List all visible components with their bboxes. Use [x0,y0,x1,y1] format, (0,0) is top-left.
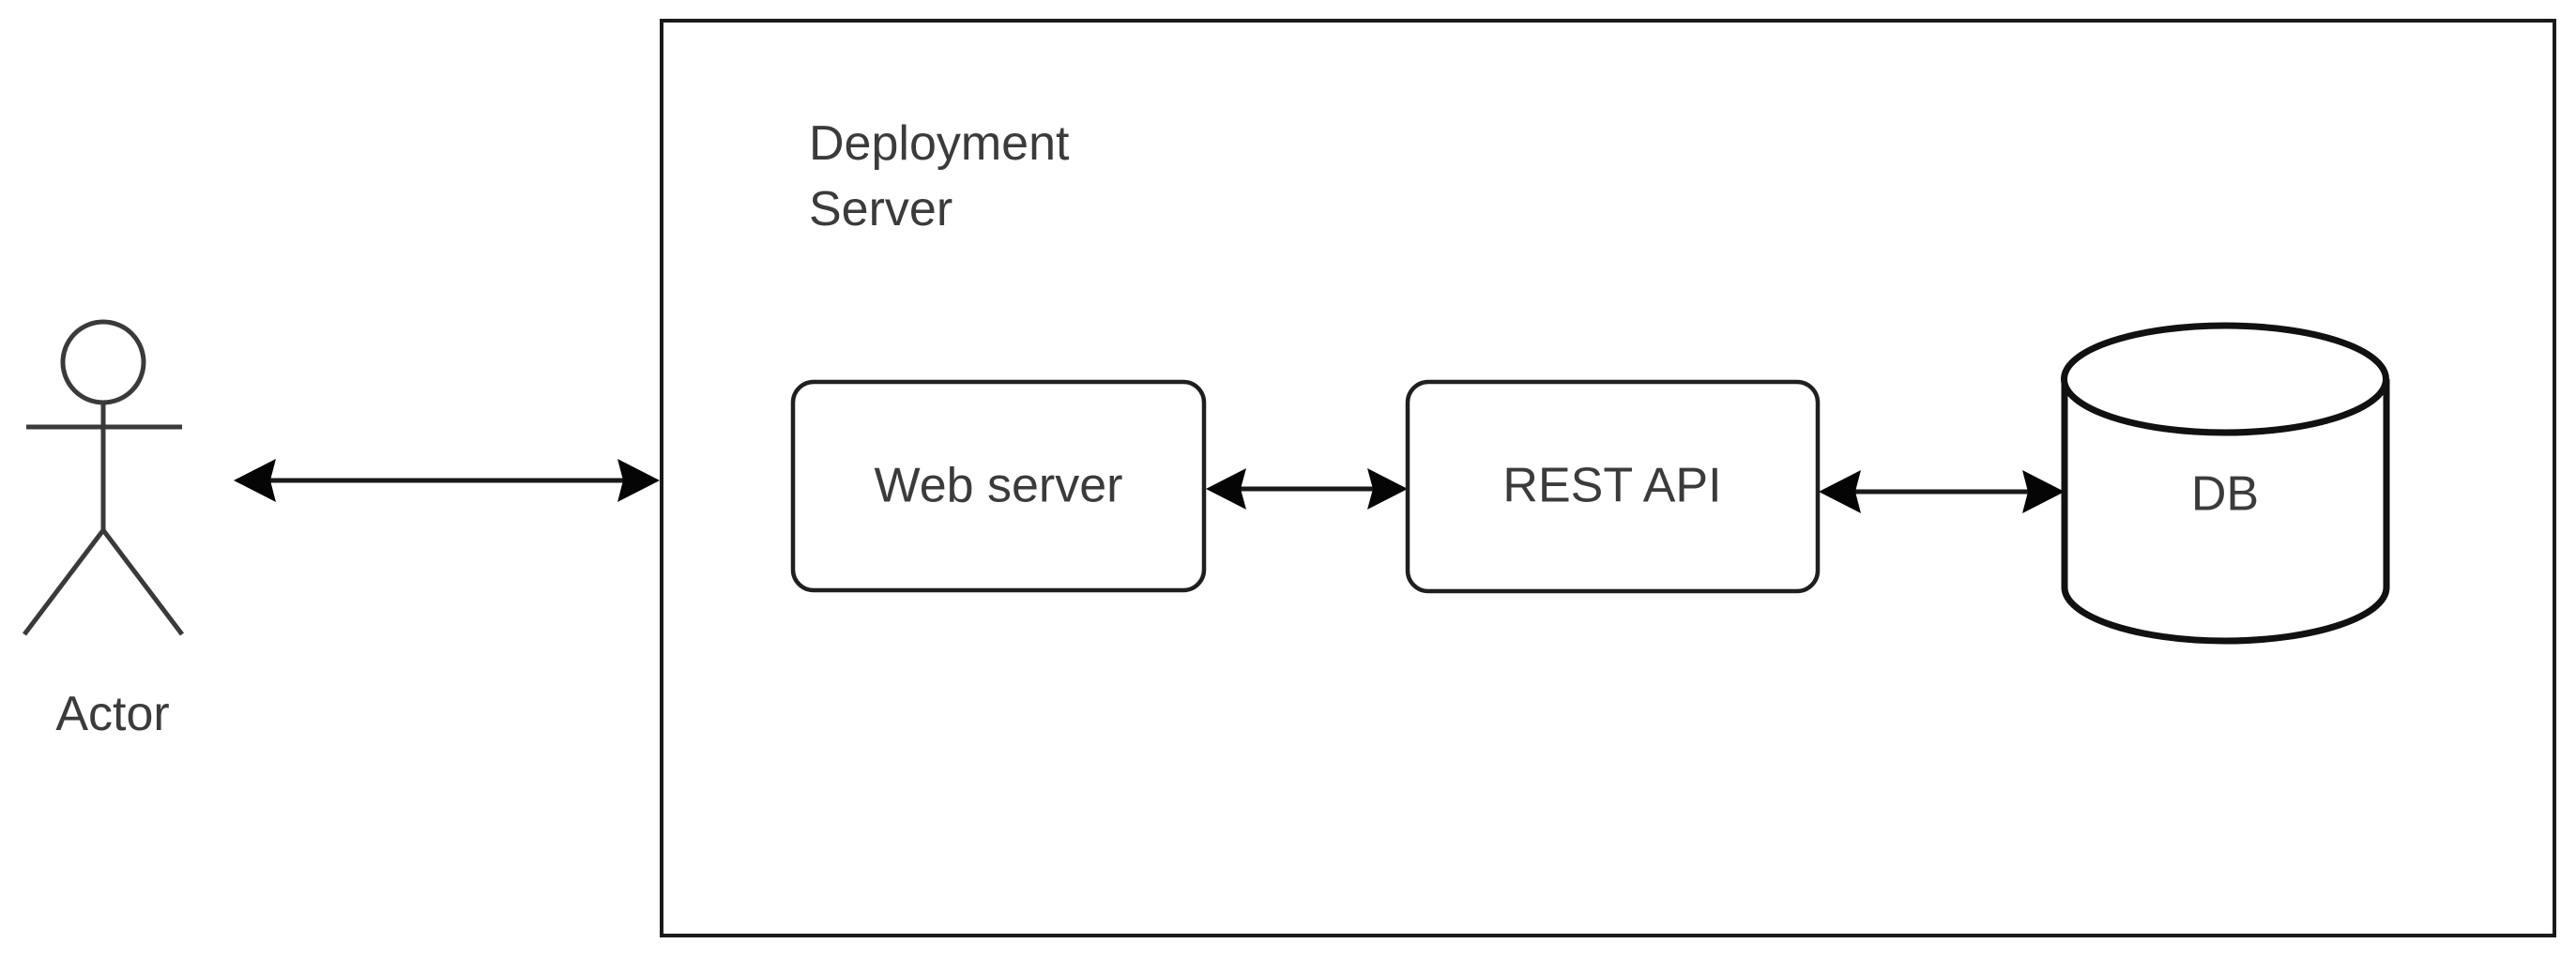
node-db-cylinder-top[interactable] [2061,322,2389,436]
connector-actor-to-server-arrowhead-left [234,459,276,502]
node-db-cylinder-body[interactable] [2061,379,2390,645]
actor-figure[interactable]: Actor [23,319,184,741]
node-db-label: DB [2191,467,2259,522]
actor-head-icon [60,319,146,405]
connector-actor-to-server[interactable] [234,459,660,502]
deployment-server-title-line1: Deployment [809,116,1070,171]
connector-api-to-db-arrowhead-right [2022,470,2065,513]
actor-right-leg-icon [101,528,184,636]
node-rest-api[interactable]: REST API [1405,379,1821,594]
connector-actor-to-server-arrowhead-right [617,459,660,502]
node-rest-api-box[interactable] [1405,379,1821,594]
node-db[interactable]: DB [2061,322,2390,645]
connector-web-to-api-arrowhead-left [1206,468,1246,510]
connector-api-to-db-arrowhead-left [1819,470,1861,513]
node-web-server-box[interactable] [790,379,1207,593]
actor-left-leg-icon [23,528,105,636]
actor-label: Actor [55,687,169,741]
node-rest-api-label: REST API [1502,459,1721,513]
connector-web-to-api-arrowhead-right [1367,468,1408,510]
node-web-server[interactable]: Web server [790,379,1207,593]
deployment-server-title-line2: Server [809,182,953,236]
connector-web-to-api[interactable] [1206,468,1408,510]
connector-api-to-db[interactable] [1819,470,2065,513]
node-web-server-label: Web server [875,459,1123,513]
